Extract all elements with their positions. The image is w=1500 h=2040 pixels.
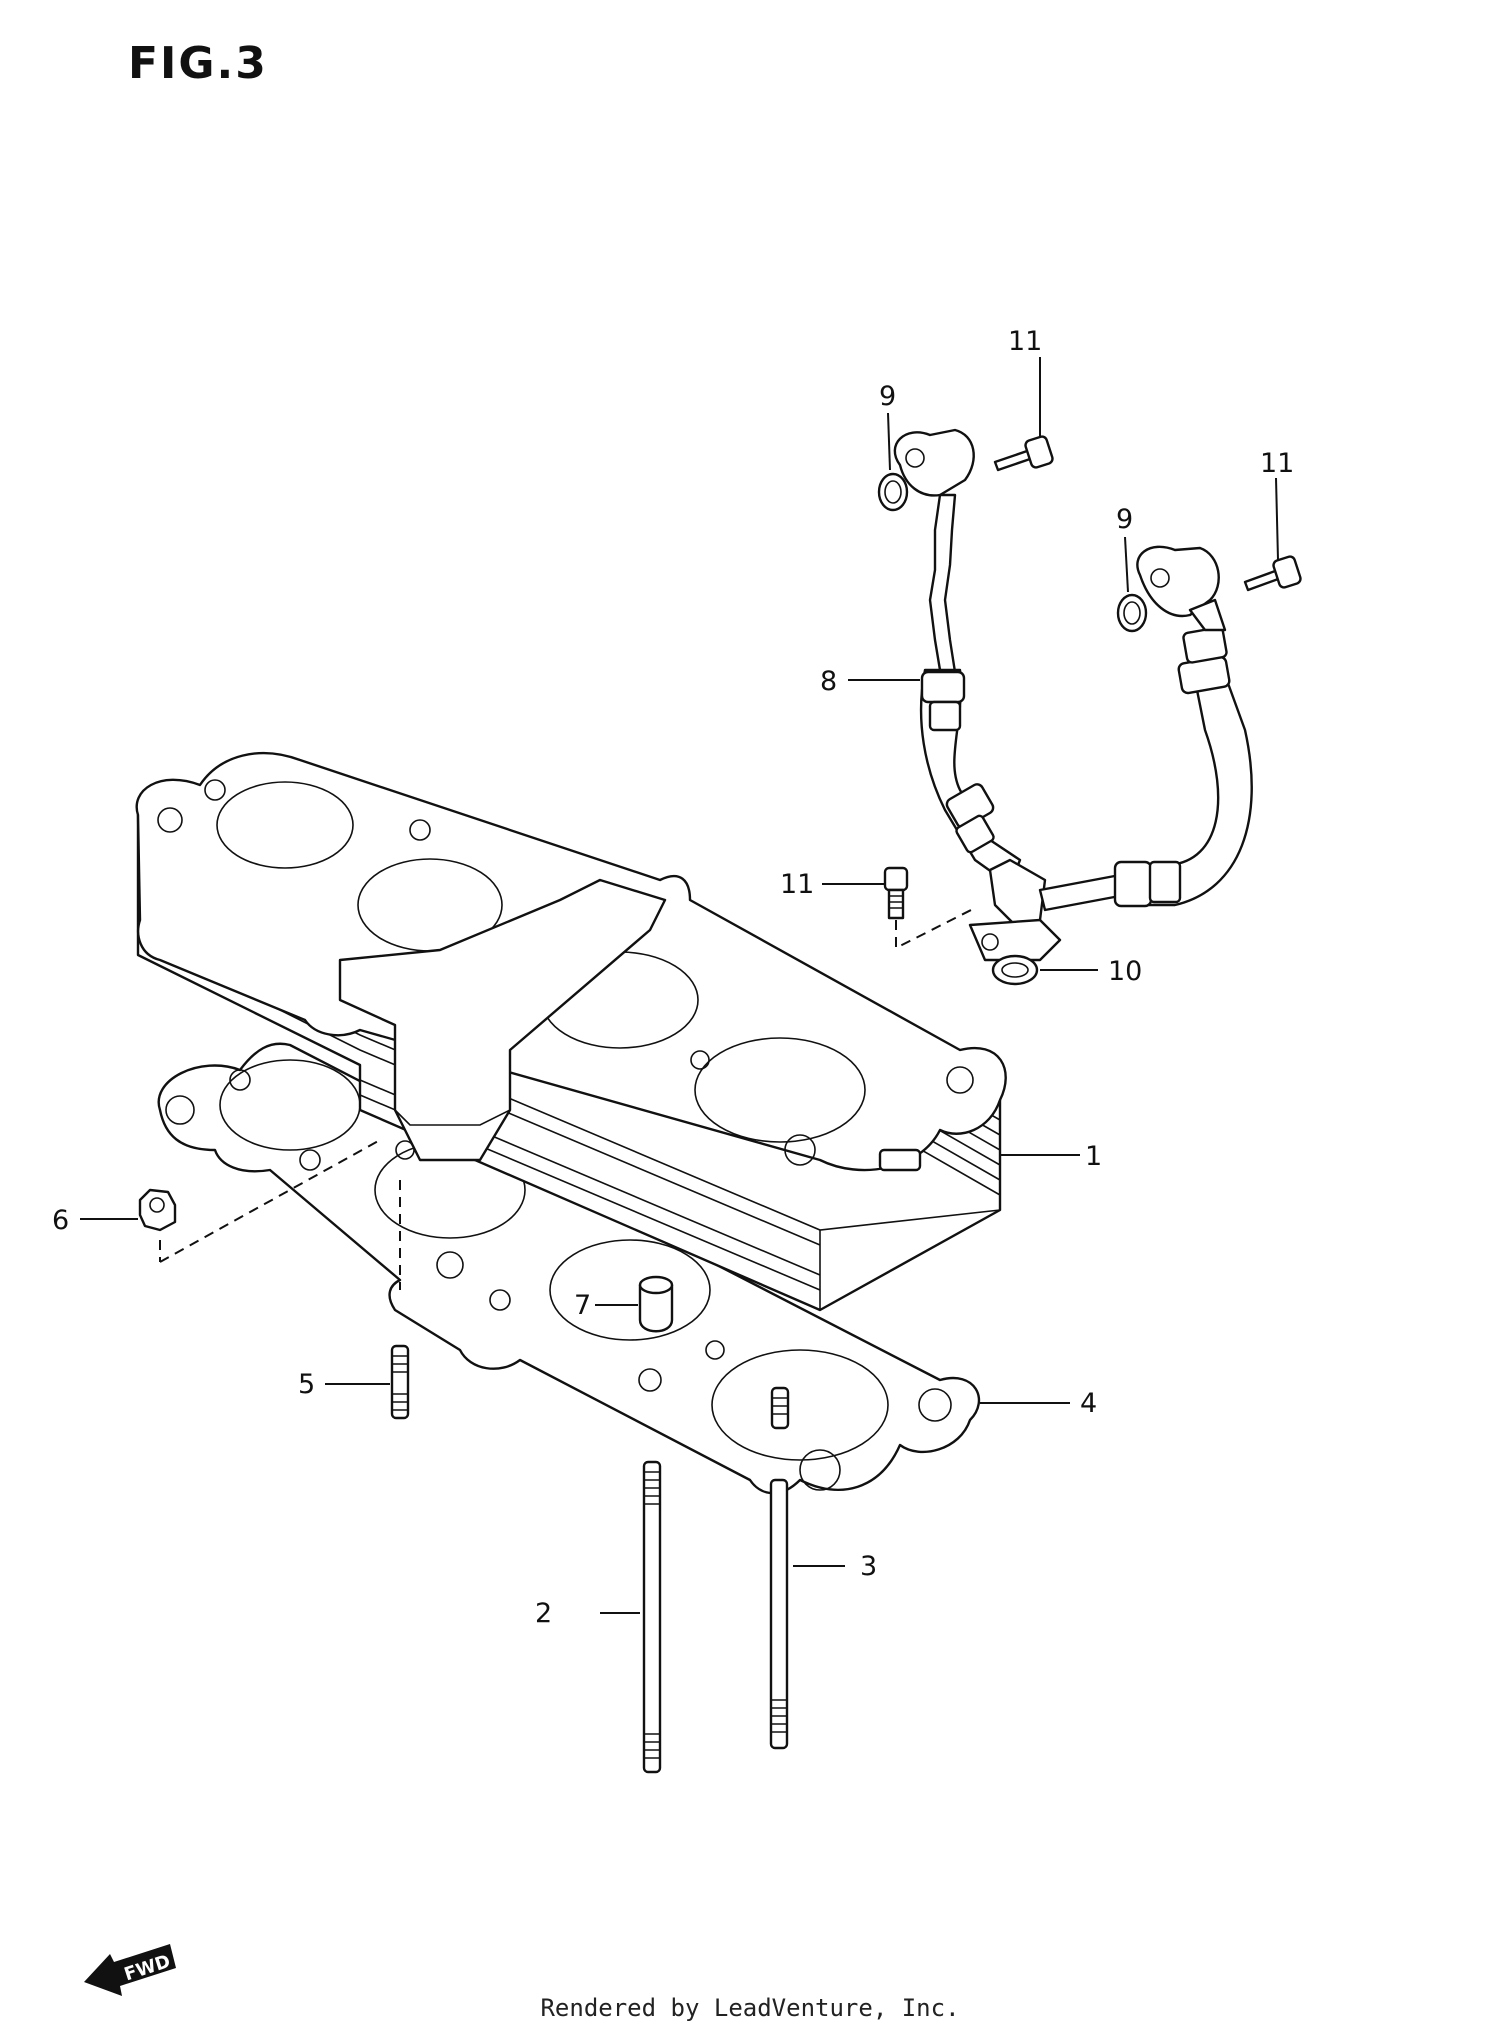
callout-11-lower: 11: [780, 869, 814, 900]
stud-in-gasket[interactable]: [770, 1386, 790, 1430]
forward-arrow-icon: FWD: [84, 1944, 176, 1996]
callout-11-upper-right: 11: [1260, 448, 1294, 479]
cylinder-base-gasket[interactable]: [157, 1042, 981, 1495]
callout-6: 6: [52, 1205, 69, 1236]
o-ring-10[interactable]: [991, 954, 1039, 986]
callout-5: 5: [298, 1369, 315, 1400]
callout-4: 4: [1080, 1388, 1097, 1419]
callout-labels: 1 2 3 4 5 6 7 8 9 9 10 11 11 11: [52, 326, 1294, 1629]
figure-title: FIG.3: [128, 38, 268, 89]
stud-3[interactable]: [769, 1478, 789, 1750]
callout-11-upper-left: 11: [1008, 326, 1042, 357]
o-ring-9-right[interactable]: [1116, 593, 1148, 633]
footer-credit: Rendered by LeadVenture, Inc.: [540, 1994, 960, 2022]
callout-3: 3: [860, 1551, 877, 1582]
bolt-11-upper-right[interactable]: [1243, 555, 1302, 592]
callout-9-left: 9: [879, 381, 896, 412]
callout-10: 10: [1108, 956, 1142, 987]
oil-hose-assembly[interactable]: [893, 428, 1253, 962]
callout-1: 1: [1085, 1141, 1102, 1172]
cylinder-block[interactable]: [135, 752, 1007, 1312]
callout-2: 2: [535, 1598, 552, 1629]
callout-9-right: 9: [1116, 504, 1133, 535]
assembly-lines: [159, 907, 976, 1290]
callout-8: 8: [820, 666, 837, 697]
o-ring-9-left[interactable]: [877, 472, 909, 512]
callout-7: 7: [574, 1290, 591, 1321]
leader-lines: [80, 357, 1279, 1614]
stud-5[interactable]: [390, 1344, 410, 1420]
bolt-11-upper-left[interactable]: [993, 435, 1054, 472]
stud-2[interactable]: [642, 1460, 662, 1774]
dowel-pin-7[interactable]: [638, 1275, 674, 1333]
bolt-11-lower[interactable]: [883, 866, 909, 920]
nut-6[interactable]: [138, 1188, 177, 1232]
